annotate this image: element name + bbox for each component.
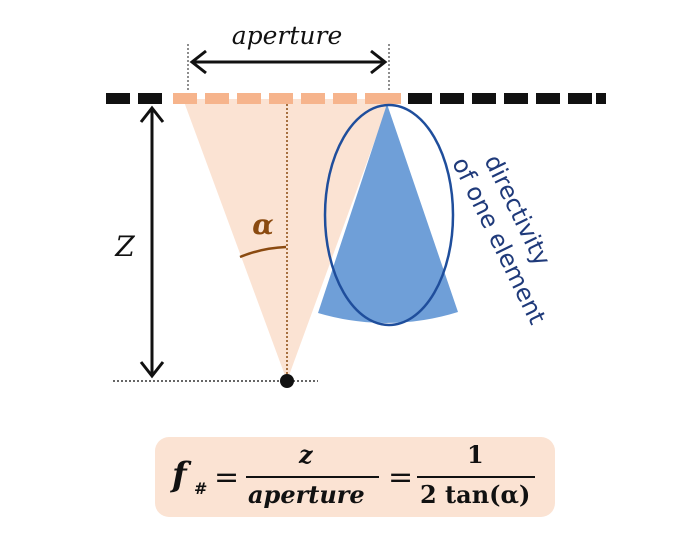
formula-numerator-2: 1	[467, 440, 484, 469]
aperture-elements	[173, 93, 401, 104]
active-element	[205, 93, 229, 104]
formula-subscript: #	[194, 479, 208, 498]
active-element	[269, 93, 293, 104]
array-element	[440, 93, 464, 104]
fraction-bar-2	[417, 476, 535, 478]
aperture-arrowhead-left	[189, 49, 207, 75]
alpha-label: α	[252, 208, 274, 241]
z-label: Z	[114, 230, 135, 263]
active-element	[237, 93, 261, 104]
active-element	[301, 93, 325, 104]
array-element	[106, 93, 130, 104]
active-element	[365, 93, 401, 104]
array-element	[138, 93, 162, 104]
array-element	[472, 93, 496, 104]
array-element	[504, 93, 528, 104]
array-element	[568, 93, 592, 104]
z-arrowhead-bottom	[139, 361, 165, 379]
aperture-arrowhead-right	[370, 49, 388, 75]
formula-equals-1: =	[214, 460, 240, 495]
array-element	[408, 93, 432, 104]
directivity-ellipse	[323, 103, 455, 327]
fraction-bar-1	[246, 476, 379, 478]
transducer-array	[106, 93, 606, 104]
formula-denominator-2: 2 tan(α)	[420, 480, 531, 509]
array-element	[596, 93, 606, 104]
directivity-label: directivity of one element	[446, 140, 578, 329]
aperture-label: aperture	[232, 21, 343, 50]
directivity-sector	[318, 104, 458, 323]
active-element	[173, 93, 197, 104]
alpha-arc	[239, 245, 287, 259]
focal-point	[280, 374, 294, 388]
z-arrowhead-top	[139, 105, 165, 123]
active-element	[333, 93, 357, 104]
formula-f: f	[172, 455, 187, 495]
formula-equals-2: =	[388, 460, 414, 495]
formula-denominator-1: aperture	[248, 480, 365, 509]
array-element	[536, 93, 560, 104]
formula-numerator-1: z	[299, 440, 313, 469]
